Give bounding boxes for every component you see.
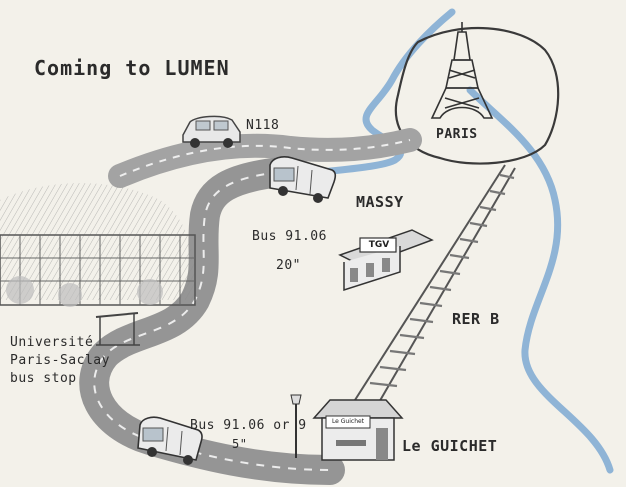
eiffel-tower-icon: [430, 22, 494, 119]
place-label-massy: MASSY: [356, 193, 404, 211]
paris-boundary: [394, 26, 560, 165]
road-n118-center: [119, 139, 411, 177]
road-bus-center: [93, 171, 331, 471]
route-label-n118: N118: [246, 118, 280, 133]
bus-stop-shelter-icon: [95, 312, 140, 346]
bus-icon: [269, 156, 337, 203]
street-lamp-icon: [290, 394, 302, 458]
bus-icon: [137, 416, 203, 465]
car-icon: [182, 115, 241, 148]
station-icon: [312, 399, 404, 461]
train-tracks-icon: [354, 164, 516, 405]
place-label-le-guichet: Le GUICHET: [402, 437, 498, 455]
place-label-universite: Université Paris-Saclay bus stop: [10, 335, 110, 386]
map-title: Coming to LUMEN: [34, 56, 230, 80]
le-guichet-sign: Le Guichet: [331, 418, 365, 425]
bus-time-guichet: 5": [232, 437, 248, 451]
tgv-sign: TGV: [368, 240, 390, 250]
bus-line-massy: Bus 91.06: [252, 229, 327, 244]
bus-line-guichet: Bus 91.06 or 9: [190, 418, 307, 433]
route-label-rer-b: RER B: [452, 310, 500, 328]
station-icon: [338, 229, 434, 292]
place-label-paris: PARIS: [436, 127, 478, 142]
bus-time-massy: 20": [276, 258, 301, 273]
seine-river-east: [466, 86, 614, 474]
campus-building-icon: [0, 183, 196, 307]
